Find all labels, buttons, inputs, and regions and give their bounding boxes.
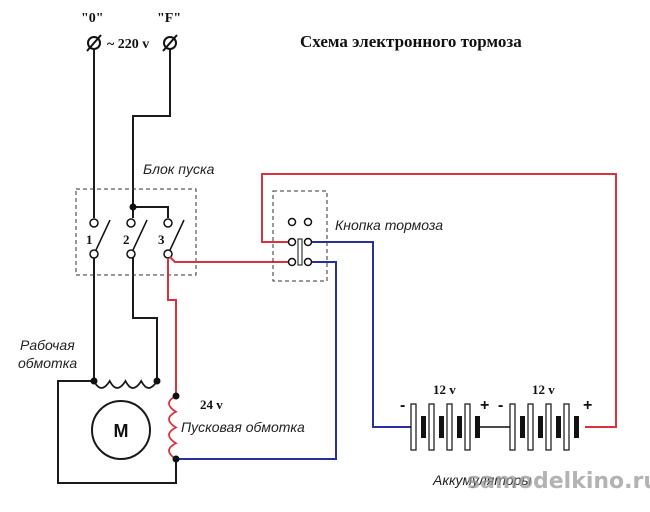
battery-plate-negative <box>520 416 525 438</box>
switch-2[interactable] <box>126 218 148 259</box>
working-winding-label-line2: обмотка <box>18 355 77 371</box>
battery-plate-positive <box>527 403 534 451</box>
watermark: samodelkino.ru <box>467 469 650 494</box>
supply-voltage-label: ~ 220 v <box>107 37 149 52</box>
red-wires <box>167 173 617 428</box>
battery-plate-negative <box>421 416 426 438</box>
motor-symbol: M <box>114 421 129 441</box>
brake-button-label: Кнопка тормоза <box>335 217 443 233</box>
phase-terminal-icon <box>162 34 178 52</box>
start-winding-voltage: 24 v <box>200 397 223 412</box>
battery-plate-positive <box>446 403 453 451</box>
battery-plate-positive <box>509 403 516 451</box>
battery-2-minus: - <box>498 397 503 414</box>
battery-plate-positive <box>428 403 435 451</box>
zero-terminal-label: "0" <box>81 11 104 26</box>
battery-plate-negative <box>475 416 480 438</box>
junction-node <box>129 203 137 211</box>
battery-2-voltage: 12 v <box>532 382 555 397</box>
switch-2-label: 2 <box>123 232 130 247</box>
motor-icon <box>91 400 151 460</box>
start-block-box <box>75 188 197 276</box>
switch-1-label: 1 <box>86 232 93 247</box>
switch-1[interactable] <box>89 218 111 259</box>
working-winding-label-line1: Рабочая <box>20 337 75 353</box>
black-wires <box>57 50 177 484</box>
battery-plate-positive <box>563 403 570 451</box>
battery-plate-negative <box>457 416 462 438</box>
start-block-label: Блок пуска <box>143 161 215 177</box>
zero-terminal-icon <box>86 34 102 52</box>
switch-3[interactable] <box>163 218 185 259</box>
blue-wires <box>176 241 411 460</box>
phase-terminal-label: "F" <box>157 11 181 26</box>
battery-bank <box>410 403 579 451</box>
battery-plate-positive <box>410 403 417 451</box>
start-winding <box>168 392 180 463</box>
working-winding <box>90 377 161 389</box>
brake-button[interactable] <box>287 217 313 267</box>
batteries-label: Аккумуляторы <box>432 472 532 488</box>
battery-plate-negative <box>574 416 579 438</box>
battery-2-plus: + <box>583 397 592 414</box>
battery-plate-negative <box>439 416 444 438</box>
battery-1-minus: - <box>400 397 405 414</box>
brake-button-box <box>272 190 328 282</box>
battery-2-icon <box>509 403 579 451</box>
battery-plate-negative <box>556 416 561 438</box>
battery-plate-positive <box>545 403 552 451</box>
battery-plate-positive <box>464 403 471 451</box>
battery-1-icon <box>410 403 480 451</box>
battery-plate-negative <box>538 416 543 438</box>
start-winding-label: Пусковая обмотка <box>181 419 305 435</box>
battery-1-plus: + <box>480 397 489 414</box>
switch-3-label: 3 <box>158 232 165 247</box>
diagram-title: Схема электронного тормоза <box>300 32 522 51</box>
battery-1-voltage: 12 v <box>433 382 456 397</box>
